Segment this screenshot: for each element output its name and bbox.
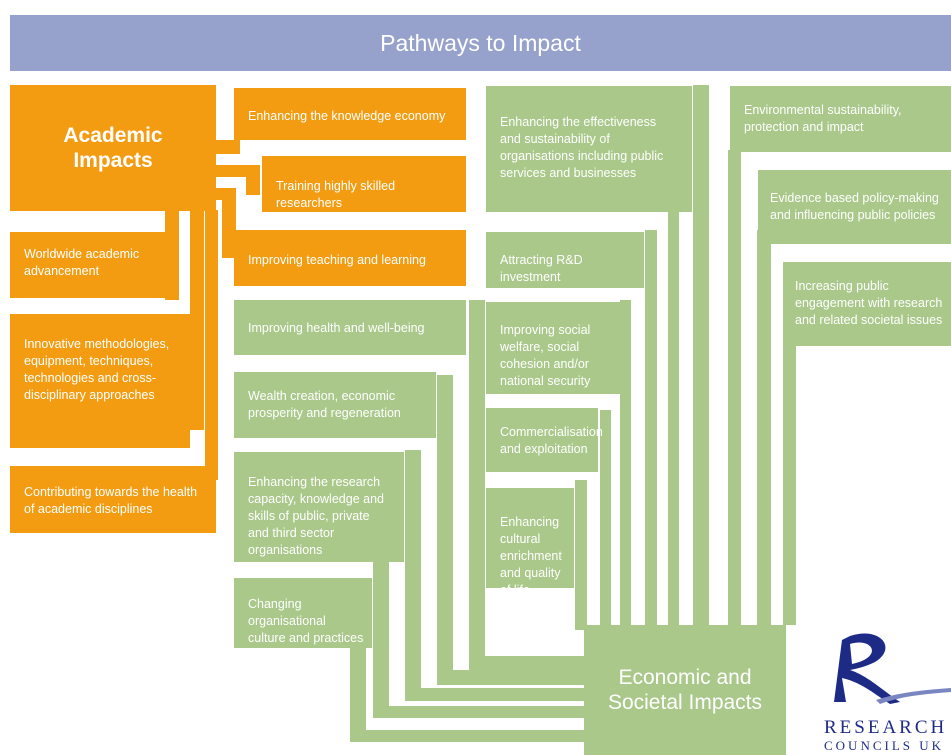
- economic-box-organisation-effectiveness: Enhancing the effectiveness and sustaina…: [486, 86, 692, 212]
- logo-swoosh-icon: [834, 633, 951, 704]
- economic-box-commercialisation: Commercialisation and exploitation: [486, 408, 603, 472]
- economic-box-research-capacity: Enhancing the research capacity, knowled…: [234, 452, 404, 562]
- economic-box-social-welfare: Improving social welfare, social cohesio…: [486, 302, 620, 394]
- research-councils-logo: RESEARCH COUNCILS UK: [820, 630, 951, 755]
- economic-societal-impacts-hub: Economic and Societal Impacts: [584, 625, 786, 755]
- economic-box-cultural-enrichment: Enhancing cultural enrichment and qualit…: [486, 488, 574, 597]
- economic-title-line1: Economic and: [618, 666, 752, 689]
- academic-impacts-hub: Academic Impacts: [10, 85, 216, 211]
- logo-text-line2: COUNCILS UK: [824, 738, 945, 753]
- academic-title-line1: Academic: [63, 124, 163, 147]
- economic-box-environmental: Environmental sustainability, protection…: [730, 86, 951, 152]
- diagram-title: Pathways to Impact: [10, 15, 951, 71]
- academic-box-worldwide: Worldwide academic advancement: [10, 232, 165, 298]
- economic-box-health-wellbeing: Improving health and well-being: [234, 300, 466, 355]
- academic-box-knowledge-economy: Enhancing the knowledge economy: [234, 88, 466, 140]
- economic-box-public-engagement: Increasing public engagement with resear…: [783, 262, 951, 346]
- economic-box-evidence-policy: Evidence based policy-making and influen…: [758, 170, 951, 244]
- academic-title-line2: Impacts: [73, 149, 153, 172]
- academic-box-health-of-disciplines: Contributing towards the health of acade…: [10, 466, 216, 533]
- economic-box-rd-investment: Attracting R&D investment: [486, 232, 644, 288]
- economic-box-organisational-culture: Changing organisational culture and prac…: [234, 578, 372, 648]
- academic-box-methodologies: Innovative methodologies, equipment, tec…: [10, 314, 190, 448]
- economic-title-line2: Societal Impacts: [607, 691, 763, 714]
- academic-box-training-researchers: Training highly skilled researchers: [262, 156, 466, 212]
- academic-box-teaching-learning: Improving teaching and learning: [234, 230, 466, 286]
- economic-box-wealth-creation: Wealth creation, economic prosperity and…: [234, 372, 436, 438]
- logo-text-line1: RESEARCH: [824, 717, 948, 738]
